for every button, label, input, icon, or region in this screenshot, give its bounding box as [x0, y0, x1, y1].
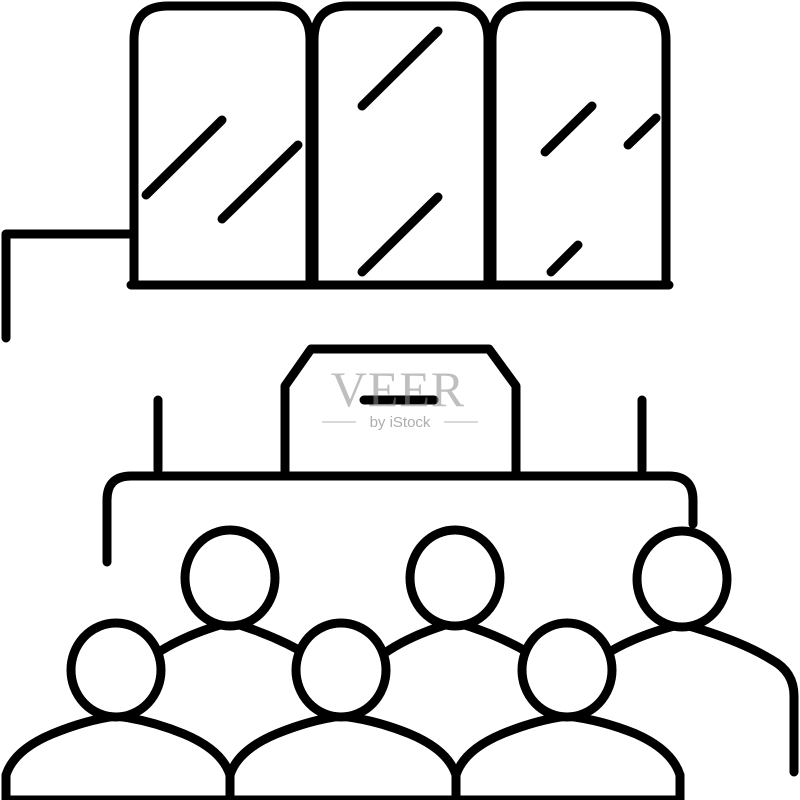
- window-panels: [126, 1, 674, 290]
- reflection-4: [357, 192, 443, 277]
- podium: [280, 344, 521, 477]
- reflection-7: [546, 240, 583, 277]
- audience-front-row: [1, 618, 685, 800]
- person-body: [1, 711, 235, 800]
- person-head: [405, 525, 505, 631]
- reflection-3: [357, 26, 443, 111]
- person-head: [180, 525, 280, 631]
- person-head: [291, 618, 391, 722]
- reflection-1: [141, 115, 227, 200]
- person-head: [66, 618, 166, 722]
- person-body: [225, 711, 461, 800]
- person-body: [451, 711, 685, 800]
- reflection-6: [623, 113, 661, 150]
- conference-table: [102, 471, 698, 567]
- person-head: [632, 526, 732, 632]
- person-head: [517, 618, 617, 722]
- wall-line: [1, 229, 136, 343]
- audience-back-row: [145, 525, 799, 777]
- window-panel-middle: [309, 1, 493, 290]
- reflection-2: [217, 140, 303, 224]
- watermark-brand: VEER: [331, 361, 466, 417]
- window-panel-right: [487, 1, 671, 290]
- watermark: VEER by iStock: [322, 361, 478, 431]
- watermark-byline: by iStock: [370, 414, 431, 431]
- glass-reflections: [141, 26, 661, 277]
- person-shoulders: [595, 619, 799, 777]
- window-panel-left: [129, 1, 315, 290]
- reflection-5: [540, 101, 597, 157]
